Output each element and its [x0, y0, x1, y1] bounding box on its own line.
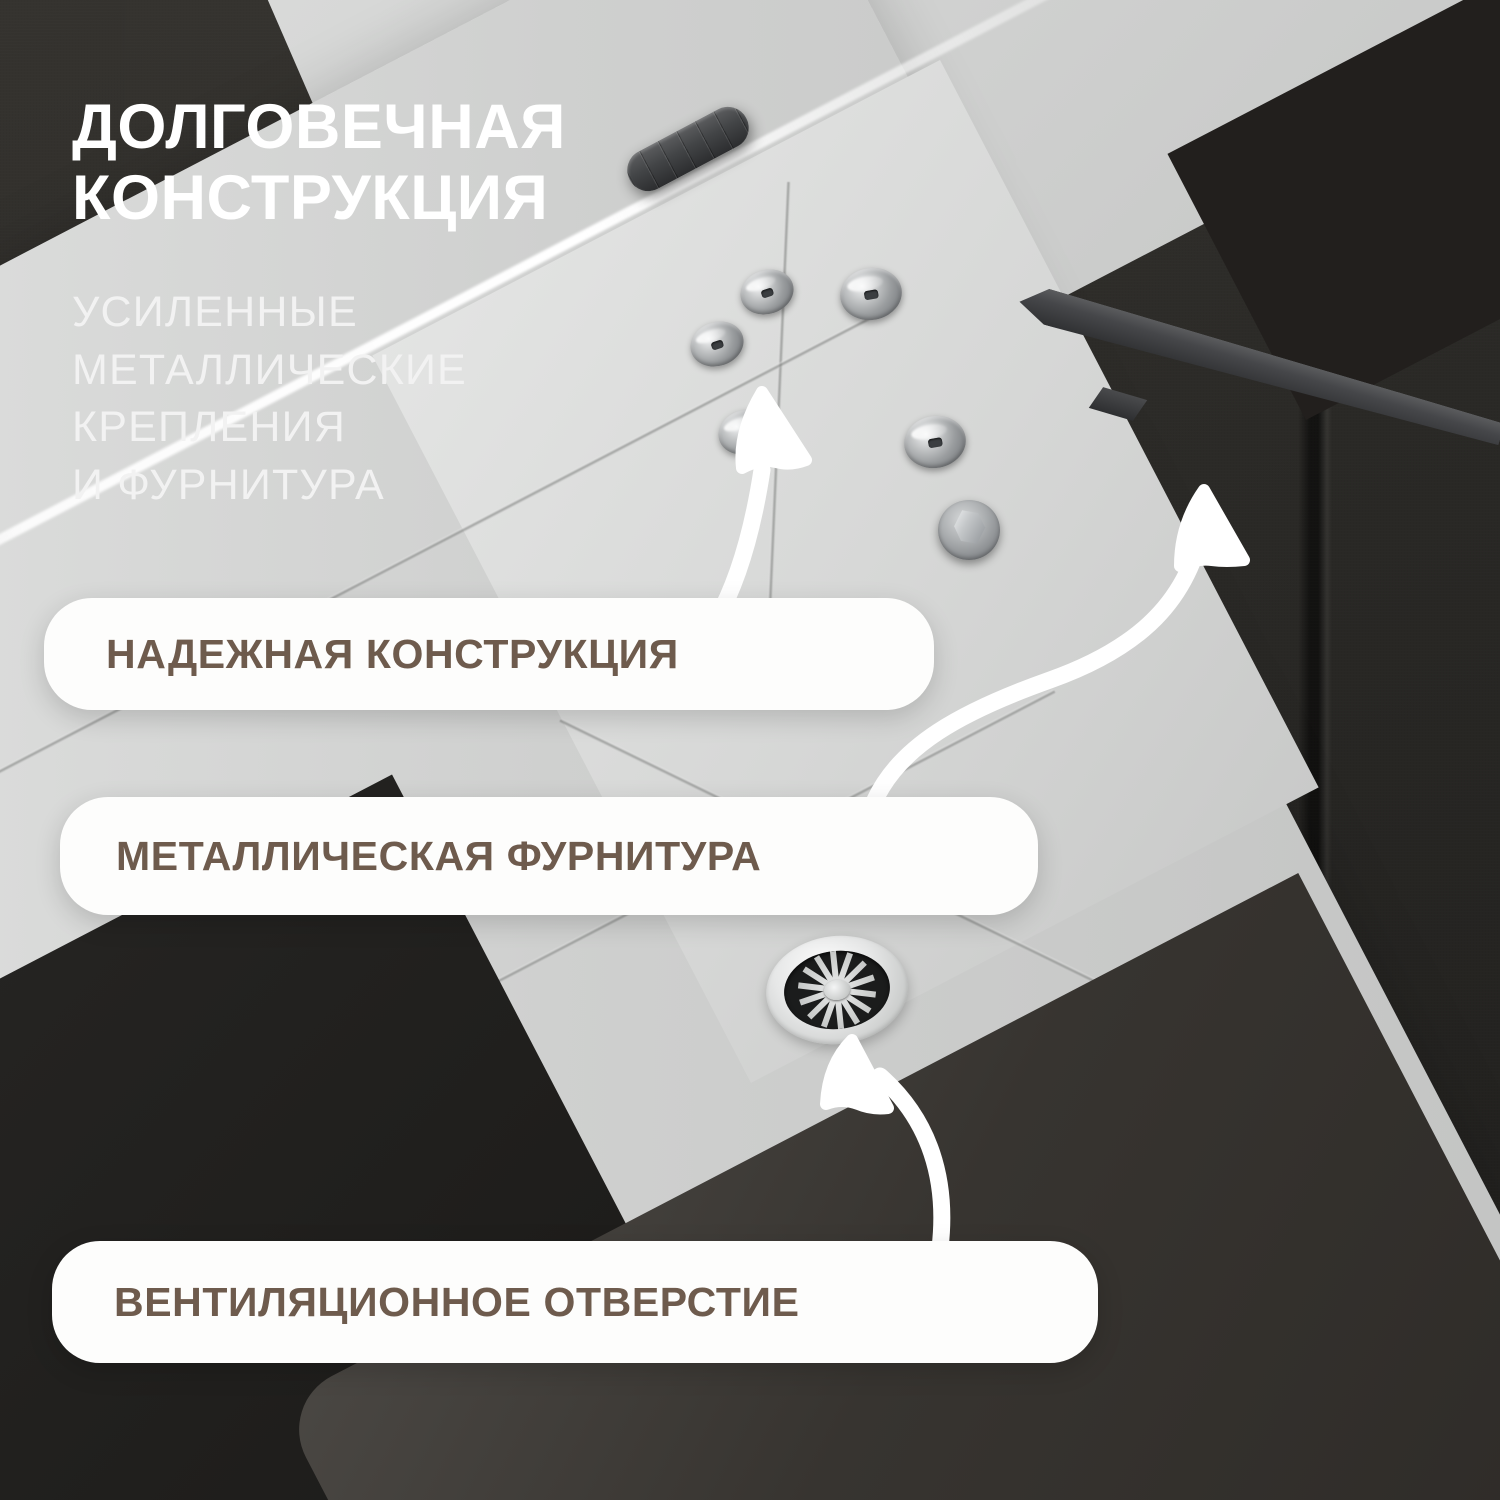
page-title: ДОЛГОВЕЧНАЯ КОНСТРУКЦИЯ: [72, 92, 712, 234]
callout-pill-ventilation-hole: ВЕНТИЛЯЦИОННОЕ ОТВЕРСТИЕ: [52, 1241, 1098, 1363]
headline-line-2: КОНСТРУКЦИЯ: [72, 163, 549, 234]
callout-pill-reliable-construction: НАДЕЖНАЯ КОНСТРУКЦИЯ: [44, 598, 934, 710]
callout-pill-metal-hardware: МЕТАЛЛИЧЕСКАЯ ФУРНИТУРА: [60, 797, 1038, 915]
screw-glint: [845, 274, 884, 294]
headline-line-1: ДОЛГОВЕЧНАЯ: [72, 92, 566, 162]
hex-nut-body: [954, 510, 986, 544]
callout-label: МЕТАЛЛИЧЕСКАЯ ФУРНИТУРА: [116, 832, 762, 879]
callout-label: НАДЕЖНАЯ КОНСТРУКЦИЯ: [106, 630, 679, 677]
subhead-line-2: МЕТАЛЛИЧЕСКИЕ: [72, 345, 467, 394]
screw-glint: [909, 422, 948, 442]
callout-label: ВЕНТИЛЯЦИОННОЕ ОТВЕРСТИЕ: [114, 1278, 800, 1325]
screw-glint: [721, 414, 756, 435]
screw-glint: [693, 326, 728, 347]
screw-glint: [743, 274, 778, 295]
subhead-line-4: И ФУРНИТУРА: [72, 460, 385, 509]
page-subtitle: УСИЛЕННЫЕ МЕТАЛЛИЧЕСКИЕ КРЕПЛЕНИЯ И ФУРН…: [72, 284, 592, 514]
subhead-line-3: КРЕПЛЕНИЯ: [72, 403, 347, 452]
subhead-line-1: УСИЛЕННЫЕ: [72, 288, 358, 336]
hex-nut-icon: [938, 500, 1000, 560]
